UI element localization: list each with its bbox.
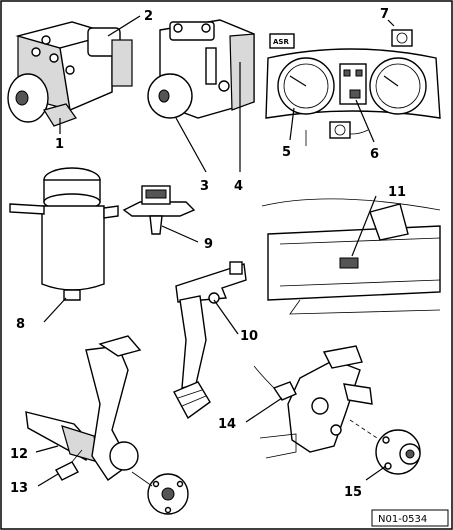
callout-14: 14 (218, 417, 236, 432)
callout-12: 12 (10, 447, 28, 462)
leader-10 (213, 299, 239, 335)
leader-5 (289, 107, 295, 141)
leader-8 (43, 297, 67, 323)
asr-badge-label: ASR (273, 38, 289, 46)
abs-warning-badge (329, 121, 351, 139)
dashboard-switch-area (261, 198, 441, 315)
pressure-sensor (122, 185, 196, 235)
reference-code-box (371, 509, 449, 527)
callout-8: 8 (16, 317, 25, 332)
wheel-speed-sensor-front (55, 449, 83, 481)
wheel-speed-sensor-rear (253, 365, 297, 401)
asr-warning-badge (269, 33, 295, 49)
callout-13: 13 (10, 481, 28, 496)
callout-3: 3 (200, 179, 209, 194)
callout-11: 11 (388, 185, 406, 200)
instrument-cluster (265, 29, 441, 146)
leader-14 (245, 397, 283, 423)
leader-13 (37, 473, 59, 487)
leader-6 (355, 99, 375, 143)
leader-11 (351, 195, 377, 257)
leader-3 (175, 117, 207, 173)
leader-9 (161, 225, 199, 243)
callout-4: 4 (234, 179, 243, 194)
reference-code: N01-0534 (378, 514, 427, 525)
callout-10: 10 (240, 329, 258, 344)
brake-warning-badge-top (391, 29, 413, 47)
callout-7: 7 (380, 7, 389, 22)
callout-2: 2 (144, 9, 153, 24)
callout-5: 5 (282, 145, 291, 160)
brake-pedal-assembly (173, 261, 247, 420)
abs-control-module (147, 19, 255, 119)
callout-1: 1 (55, 137, 64, 152)
leader-7 (387, 19, 395, 27)
callout-9: 9 (204, 237, 213, 252)
brake-fluid-reservoir (9, 167, 119, 301)
callout-6: 6 (370, 147, 379, 162)
leader-12 (35, 445, 59, 453)
leader-2 (107, 15, 141, 37)
callout-15: 15 (344, 485, 362, 500)
abs-hydraulic-unit (7, 21, 133, 127)
front-knuckle-assembly (25, 335, 189, 515)
rear-axle-hub-assembly (259, 345, 421, 475)
leader-15 (365, 465, 387, 481)
